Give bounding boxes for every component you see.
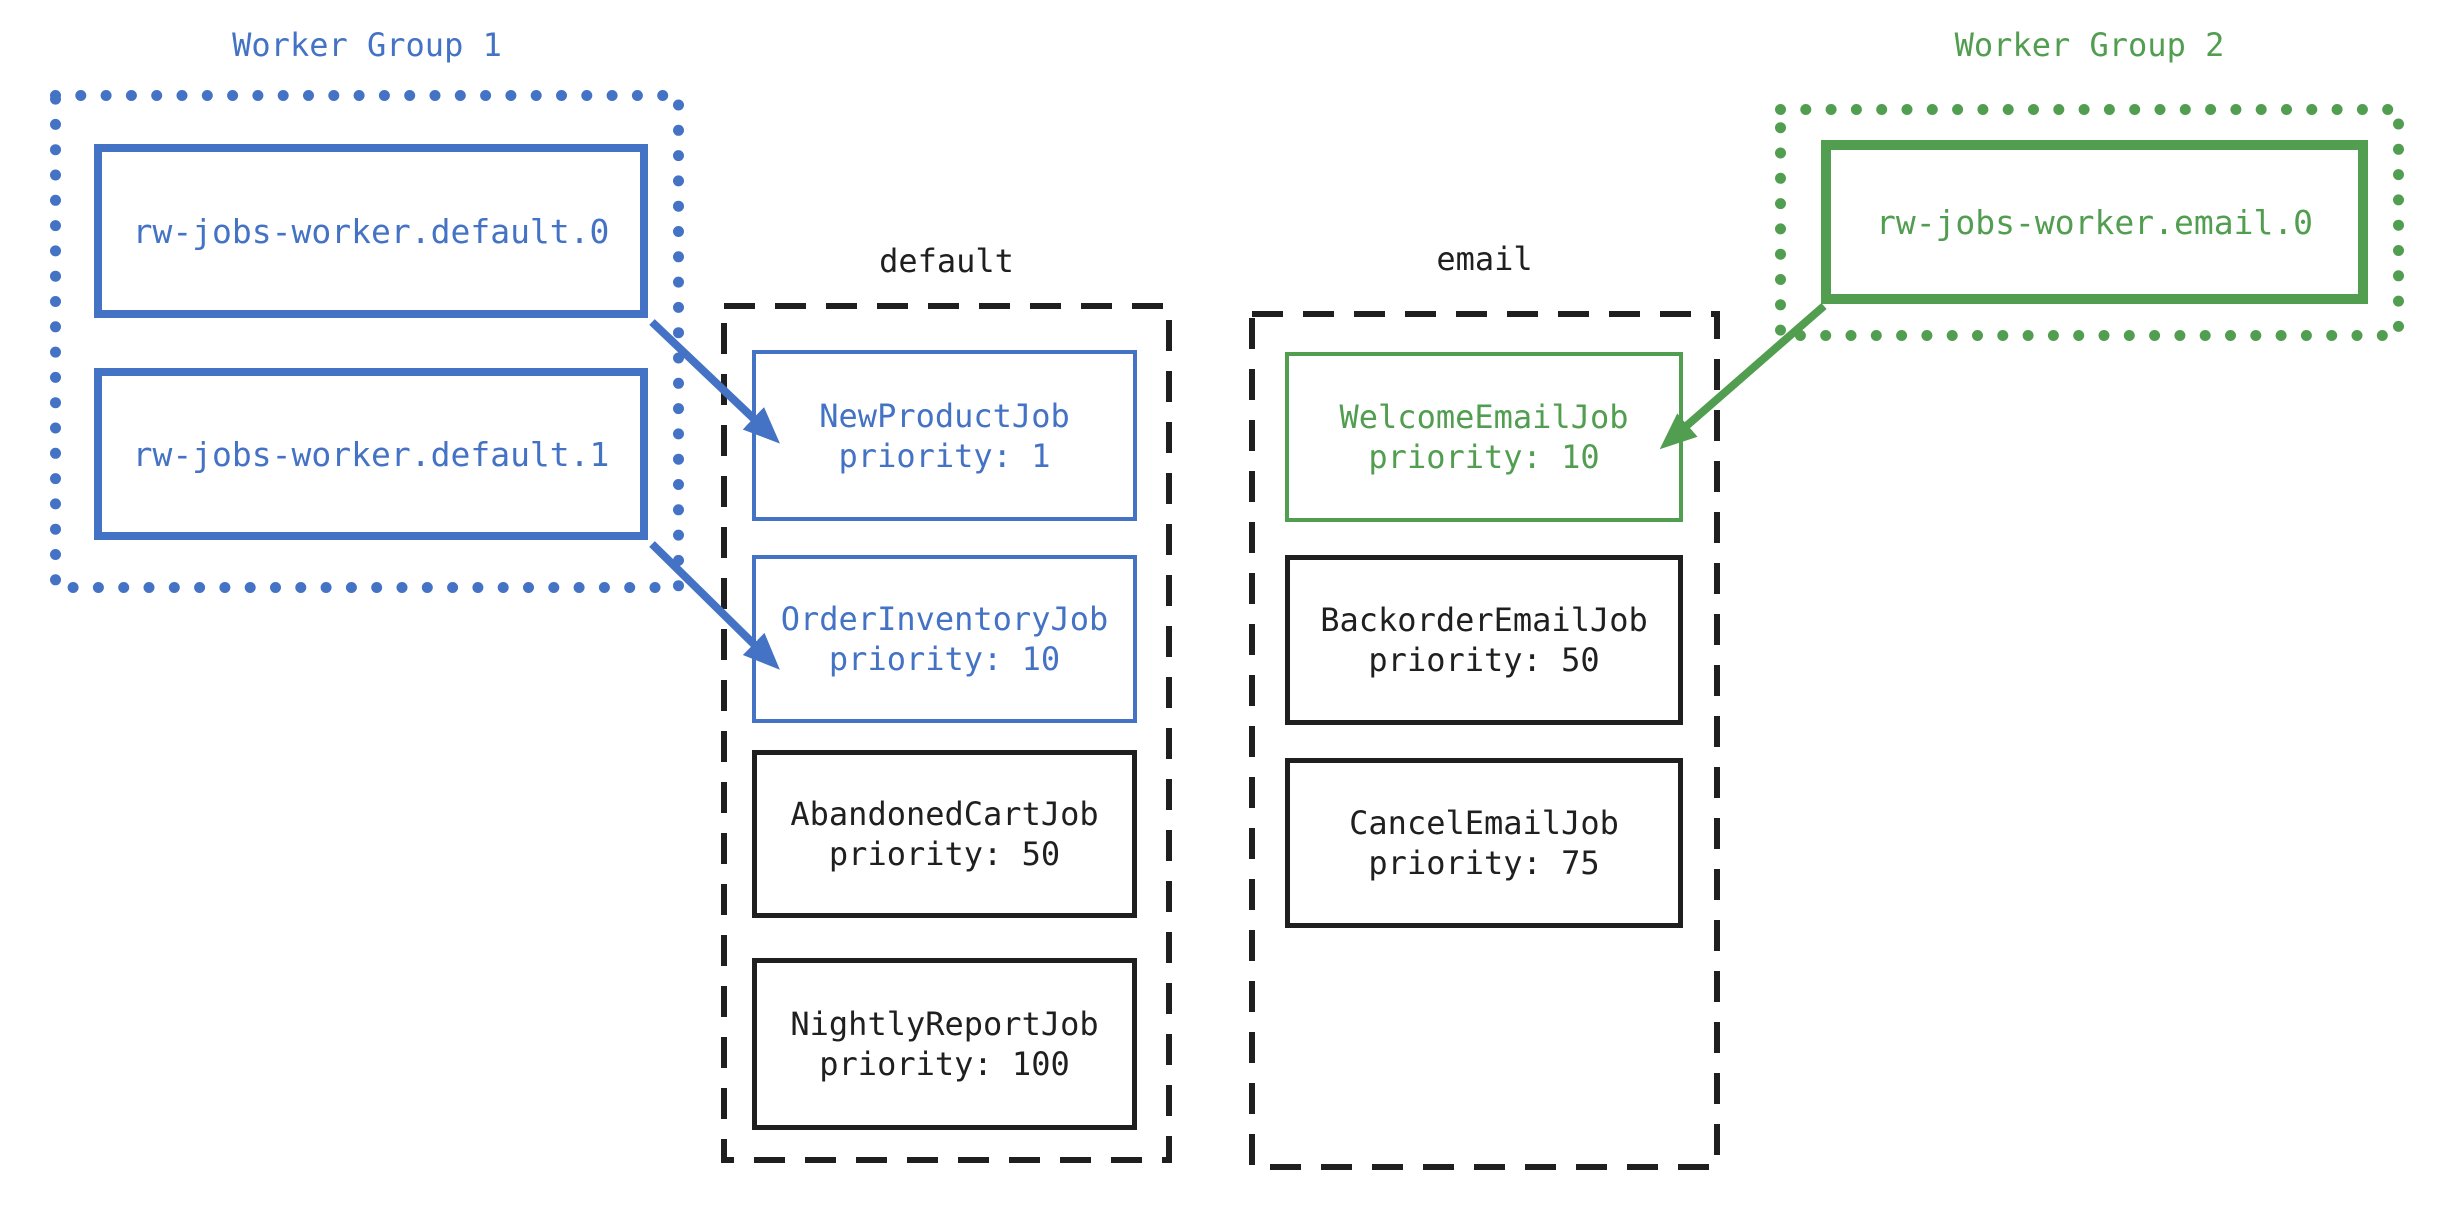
job-name: WelcomeEmailJob [1339, 398, 1629, 436]
job-name: NightlyReportJob [790, 1005, 1099, 1043]
job-priority: priority: 50 [828, 835, 1061, 873]
job-box-backorderemailjob: BackorderEmailJob priority: 50 [1285, 555, 1683, 725]
job-box-cancelemailjob: CancelEmailJob priority: 75 [1285, 758, 1683, 928]
queue-email-title: email [1436, 240, 1533, 278]
job-name: OrderInventoryJob [780, 600, 1109, 638]
job-name: CancelEmailJob [1349, 804, 1619, 842]
job-priority: priority: 1 [838, 436, 1051, 475]
job-box-orderinventoryjob: OrderInventoryJob priority: 10 [752, 555, 1137, 723]
worker-group-1-title: Worker Group 1 [232, 26, 502, 64]
job-name: BackorderEmailJob [1320, 601, 1648, 639]
arrow-worker-email-0-to-welcomeemailjob [1659, 302, 1827, 450]
job-box-newproductjob: NewProductJob priority: 1 [752, 350, 1137, 521]
worker-name: rw-jobs-worker.default.0 [132, 211, 610, 251]
job-priority: priority: 50 [1368, 641, 1600, 679]
job-box-welcomeemailjob: WelcomeEmailJob priority: 10 [1285, 352, 1683, 522]
queue-default-title: default [879, 242, 1014, 280]
job-box-nightlyreportjob: NightlyReportJob priority: 100 [752, 958, 1137, 1130]
worker-box-default-1: rw-jobs-worker.default.1 [94, 368, 648, 540]
job-box-abandonedcartjob: AbandonedCartJob priority: 50 [752, 750, 1137, 918]
worker-group-2-title: Worker Group 2 [1954, 26, 2225, 64]
job-priority: priority: 10 [828, 640, 1061, 678]
job-priority: priority: 75 [1368, 844, 1600, 882]
job-name: AbandonedCartJob [790, 795, 1099, 833]
worker-name: rw-jobs-worker.default.1 [132, 434, 610, 474]
worker-name: rw-jobs-worker.email.0 [1875, 202, 2314, 242]
job-name: NewProductJob [819, 396, 1070, 435]
job-priority: priority: 100 [819, 1045, 1070, 1083]
worker-box-email-0: rw-jobs-worker.email.0 [1821, 140, 2368, 304]
worker-box-default-0: rw-jobs-worker.default.0 [94, 144, 648, 318]
job-priority: priority: 10 [1368, 438, 1600, 476]
